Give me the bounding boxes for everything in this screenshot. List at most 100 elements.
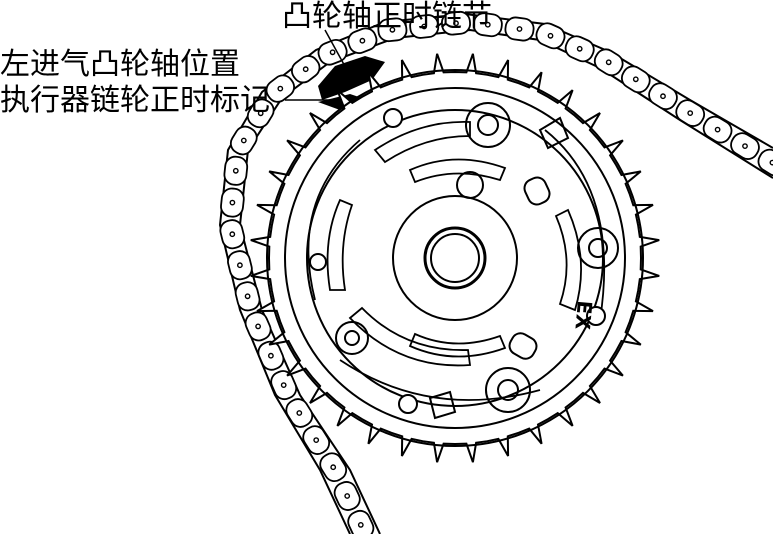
chain-link — [564, 35, 595, 63]
chain-link — [285, 398, 314, 428]
boss-right-inner — [588, 238, 608, 258]
chain-link — [246, 98, 275, 129]
chain-link — [441, 10, 471, 36]
chain-pin — [244, 293, 251, 300]
label-camshaft-timing-link: 凸轮轴正时链节 — [282, 0, 492, 34]
chain-link — [333, 481, 361, 511]
vane-slot-upper-left — [373, 121, 471, 164]
chain-link — [319, 452, 348, 483]
chain-link — [648, 82, 678, 111]
chain-pin — [330, 464, 337, 471]
chain-pin — [280, 382, 287, 388]
boss-right-outer — [577, 227, 619, 269]
chain-link — [702, 115, 733, 144]
pin-left — [309, 253, 327, 271]
boss-left-outer — [335, 321, 369, 355]
chain-link — [472, 12, 503, 38]
chain-pin — [453, 20, 459, 27]
chain-link — [535, 22, 566, 50]
chain-pin — [302, 66, 309, 73]
tab-lower — [428, 390, 457, 420]
chain-pin — [296, 410, 303, 416]
sprocket-ex-stamp: EX — [570, 300, 596, 332]
chain-link — [257, 340, 285, 371]
chain-links — [219, 10, 773, 534]
chain-pin — [359, 37, 366, 44]
pin-bottom — [398, 394, 418, 414]
label-left-intake-line1: 左进气凸轮轴位置 — [0, 47, 240, 82]
sector-lower — [408, 332, 507, 358]
vane-slot-lower — [348, 306, 472, 367]
chain-link — [270, 370, 298, 401]
chain-link — [265, 74, 295, 103]
camshaft-timing-link-marker — [318, 56, 385, 100]
boss-top-right-outer — [465, 102, 511, 148]
chain-link — [347, 509, 375, 534]
chain-link — [234, 281, 261, 312]
chain-pin — [660, 93, 666, 100]
sprocket-body — [266, 69, 644, 447]
pin-upper-left — [383, 108, 403, 128]
chain-link — [730, 132, 760, 160]
tab-upper — [538, 116, 570, 150]
chain-link — [675, 99, 706, 127]
boss-left-inner — [344, 330, 360, 346]
chain-link — [244, 311, 272, 342]
chain-link — [302, 425, 331, 455]
chain-link — [220, 187, 245, 218]
leader-line-top — [324, 29, 348, 71]
chain-pin — [344, 493, 351, 499]
sprocket-plate — [306, 109, 604, 407]
chain-pin — [229, 231, 236, 238]
chain-link — [223, 155, 249, 186]
sector-upper — [408, 158, 507, 184]
actuator-vanes — [307, 121, 606, 401]
chain-link — [593, 48, 624, 77]
label-left-intake-line2: 执行器链轮正时标记 — [0, 83, 270, 118]
chain-pin — [632, 76, 639, 83]
chain-link — [377, 17, 408, 43]
dowel-hole — [456, 171, 484, 199]
chain-pin — [742, 143, 748, 150]
chain-pin — [714, 126, 721, 133]
chain-pin — [255, 323, 262, 330]
chain-pin — [547, 32, 554, 39]
chain-pin — [516, 26, 523, 32]
slot-mark-bottom — [508, 332, 538, 360]
chain-inner-edge — [218, 12, 773, 534]
pin-right — [586, 306, 606, 326]
sprocket-tooth-profile — [250, 53, 660, 463]
slot-mark-right — [523, 176, 551, 206]
chain-link — [219, 219, 246, 250]
sprocket-rim-outer — [266, 69, 644, 447]
chain-pin — [605, 59, 612, 66]
sprocket-teeth — [250, 53, 660, 463]
chain-link — [620, 65, 651, 94]
chain-pin — [277, 85, 284, 92]
chain-pin — [232, 167, 239, 174]
vane-slot-left — [326, 198, 354, 291]
chain-pin — [229, 199, 236, 206]
boss-bottom-outer — [485, 367, 531, 413]
chain-link — [347, 27, 378, 54]
chain-pin — [257, 110, 264, 117]
chain-pin — [687, 110, 694, 117]
chain-pin — [236, 262, 243, 269]
chain-pin — [576, 45, 583, 52]
chain-link — [227, 250, 253, 281]
chain-link — [504, 16, 535, 42]
chain-pin — [484, 21, 491, 28]
sprocket-holes — [309, 102, 619, 420]
chain-link — [317, 39, 348, 66]
chain-pin — [240, 137, 247, 144]
chain-link — [757, 148, 773, 177]
sprocket-bolt-inner — [430, 233, 480, 283]
chain-pin — [389, 26, 396, 33]
chain-pin — [313, 437, 320, 443]
inner-ring-arc-right — [544, 129, 606, 321]
boss-bottom-inner — [497, 379, 519, 401]
chain-pin — [421, 23, 428, 30]
chain-link — [291, 55, 321, 84]
